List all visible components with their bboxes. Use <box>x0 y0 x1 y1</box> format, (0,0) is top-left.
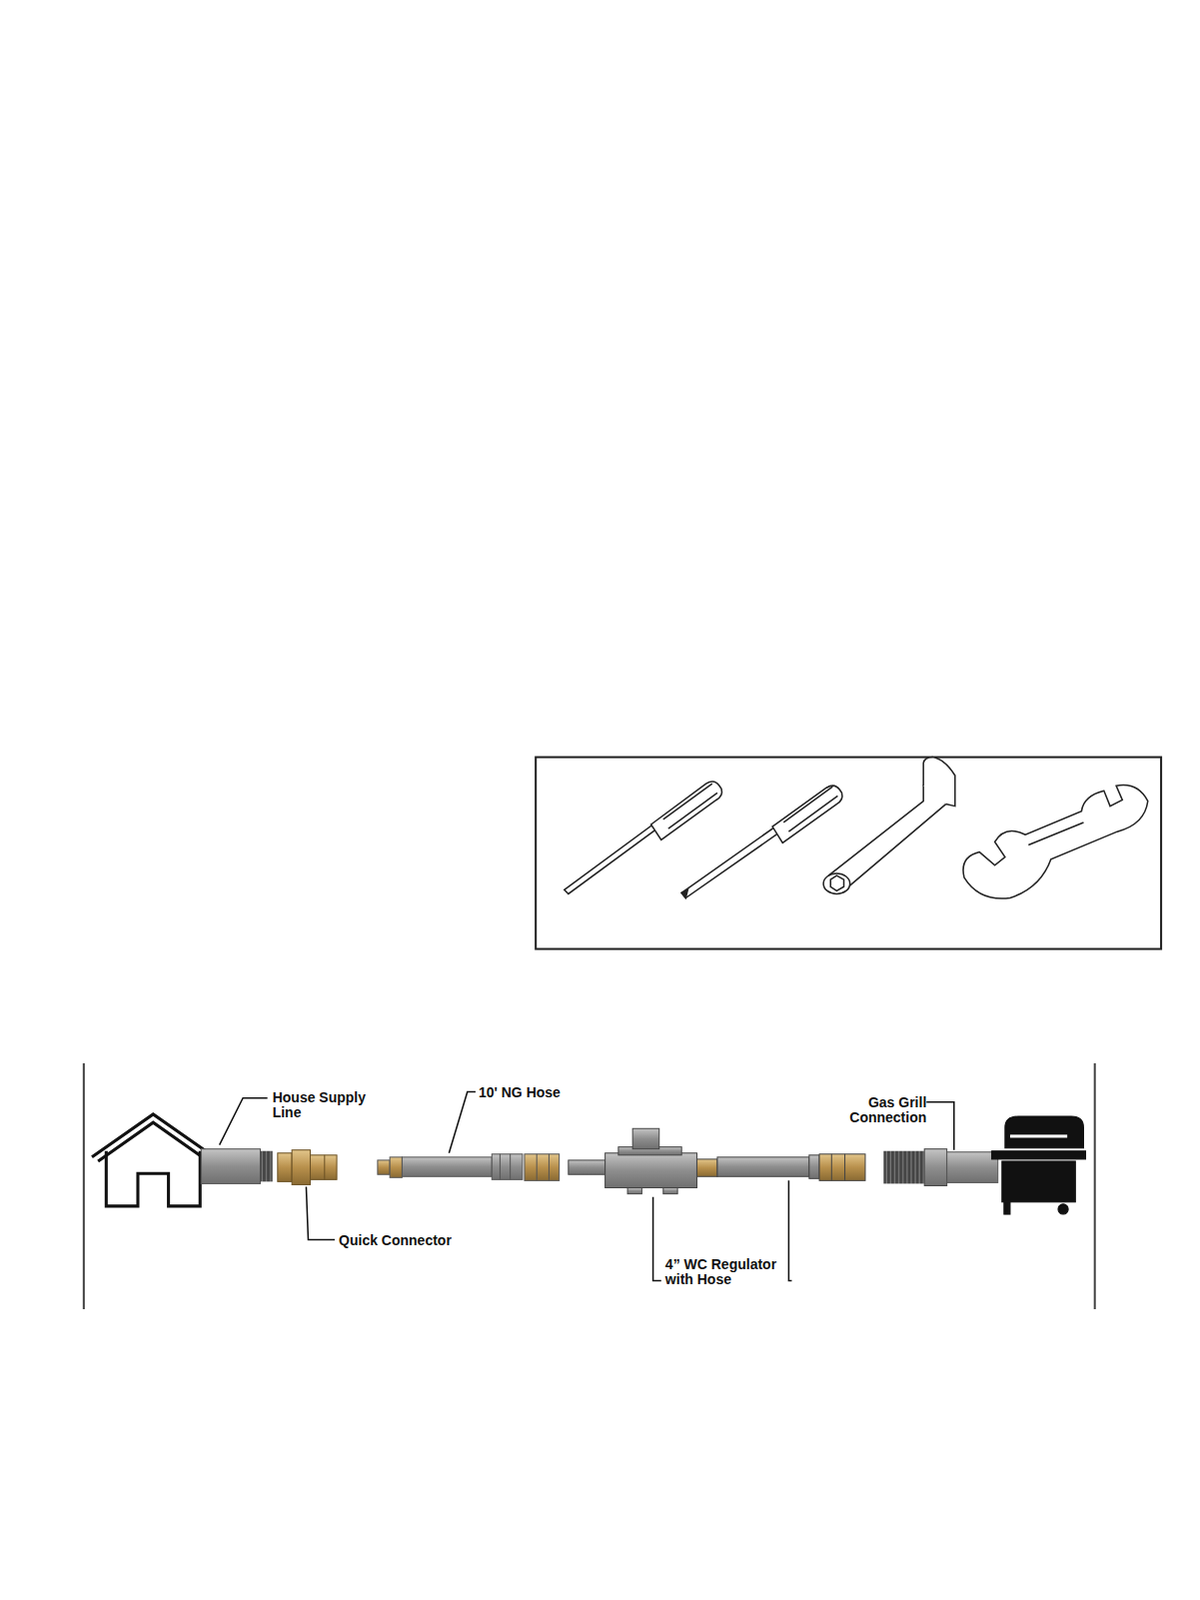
callout-label: 4” WC Regulator with Hose <box>665 1256 787 1287</box>
grill-thread <box>883 1151 925 1185</box>
tools-panel <box>535 757 1162 950</box>
callout-label: Quick Connector <box>338 1232 502 1248</box>
grill-pipe <box>947 1152 999 1184</box>
ng-hose <box>377 1154 560 1182</box>
grill-icon <box>992 1116 1087 1214</box>
regulator <box>568 1128 866 1194</box>
callout-label: Gas Grill Connection <box>816 1095 927 1126</box>
frame-line <box>1094 1063 1097 1309</box>
house-icon <box>91 1114 215 1206</box>
callout-label: House Supply Line <box>272 1090 385 1121</box>
leader-line <box>219 1092 955 1281</box>
callout-label: 10' NG Hose <box>478 1085 622 1101</box>
supply-pipe <box>200 1149 260 1185</box>
grill-nut <box>924 1149 947 1187</box>
quick-connector <box>277 1150 337 1186</box>
pipe-thread <box>259 1151 272 1183</box>
frame-line <box>82 1063 85 1309</box>
